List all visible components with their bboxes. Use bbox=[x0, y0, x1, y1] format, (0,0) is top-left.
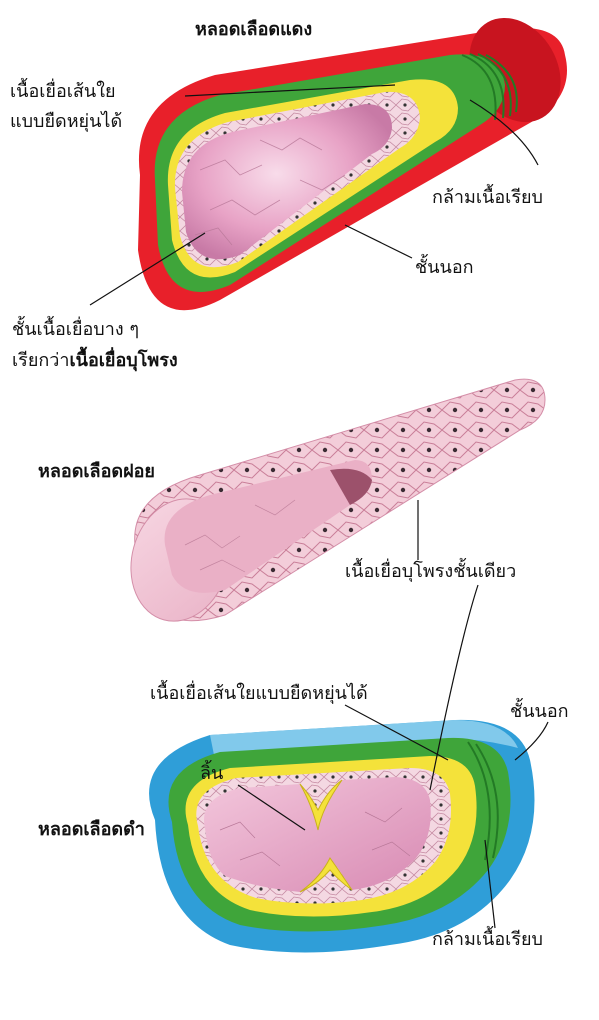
artery-connective-tissue-label-2: แบบยืดหยุ่นได้ bbox=[10, 110, 122, 134]
vein-title: หลอดเลือดดำ bbox=[38, 818, 145, 842]
artery-smooth-muscle-label: กล้ามเนื้อเรียบ bbox=[432, 186, 543, 210]
artery-connective-tissue-label-1: เนื้อเยื่อเส้นใย bbox=[10, 80, 116, 104]
capillary-title: หลอดเลือดฝอย bbox=[38, 460, 155, 484]
artery-inner-layer-label-2: เรียกว่าเนื้อเยื่อบุโพรง bbox=[12, 349, 178, 373]
leader-artery-outer bbox=[345, 225, 412, 258]
artery-illustration bbox=[138, 1, 579, 310]
capillary-illustration bbox=[118, 379, 545, 632]
artery-inner-layer-label-1: ชั้นเนื้อเยื่อบาง ๆ bbox=[12, 318, 139, 342]
vein-connective-tissue-label: เนื้อเยื่อเส้นใยแบบยืดหยุ่นได้ bbox=[150, 682, 368, 706]
capillary-single-layer-label: เนื้อเยื่อบุโพรงชั้นเดียว bbox=[345, 560, 516, 584]
vein-valve-label: ลิ้น bbox=[200, 762, 223, 786]
artery-title: หลอดเลือดแดง bbox=[195, 18, 312, 42]
vein-smooth-muscle-label: กล้ามเนื้อเรียบ bbox=[432, 928, 543, 952]
artery-endothelium-term: เนื้อเยื่อบุโพรง bbox=[69, 350, 177, 371]
artery-outer-layer-label: ชั้นนอก bbox=[415, 256, 474, 280]
vein-outer-layer-label: ชั้นนอก bbox=[510, 700, 569, 724]
vein-illustration bbox=[149, 720, 534, 953]
artery-inner-layer-prefix: เรียกว่า bbox=[12, 350, 69, 371]
